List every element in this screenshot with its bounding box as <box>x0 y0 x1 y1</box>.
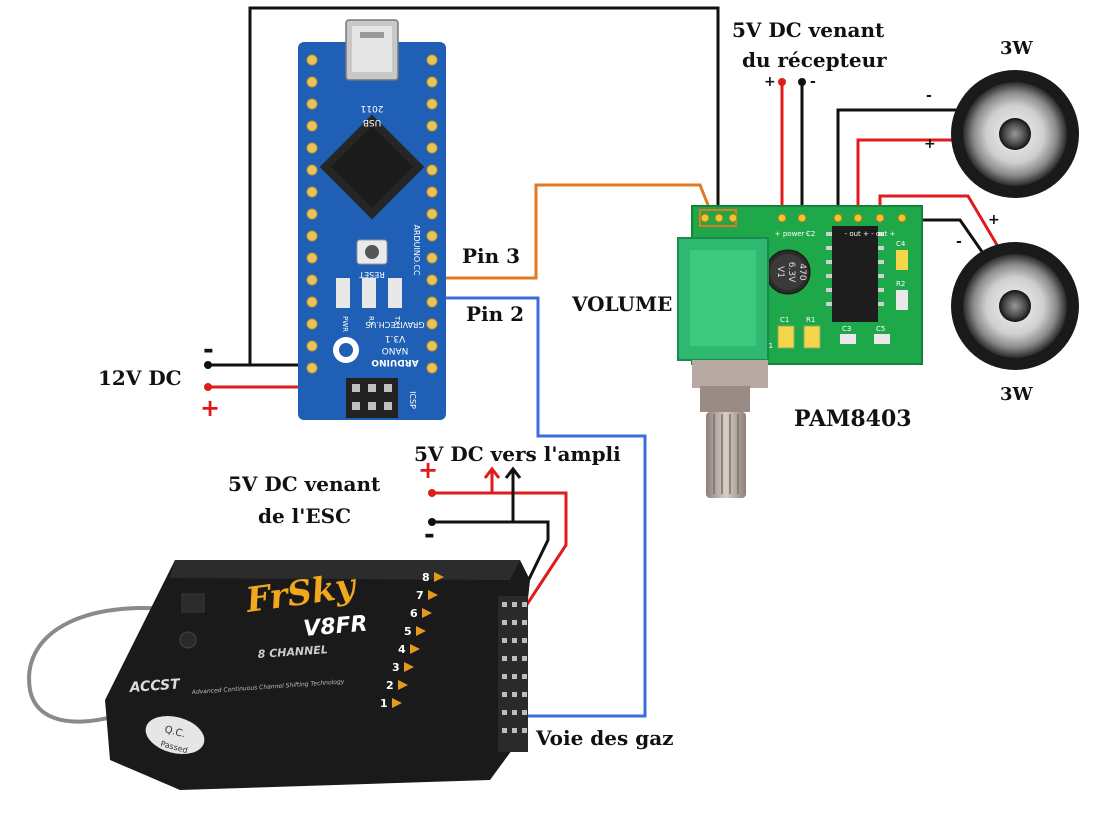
receiver-qc: Q.C. <box>163 724 186 740</box>
arduino-led-label-tx: TX <box>393 315 401 325</box>
label-voie-des-gaz: Voie des gaz <box>536 726 674 750</box>
arduino-text-model: NANO <box>382 345 409 355</box>
arduino-text-site: GRAVITECH.US <box>365 320 424 329</box>
arduino-led-label-pwr: PWR <box>341 316 349 332</box>
amp-component-c1: C1 <box>780 316 789 324</box>
sign-rx-plus: + <box>764 74 776 90</box>
arduino-led-label-rx: RX <box>367 316 375 326</box>
amp-cap-value-3: V1 <box>775 266 785 278</box>
wire-esc-red <box>432 491 568 616</box>
channel-label-2: 2 <box>386 679 394 692</box>
channel-label-8: 8 <box>422 571 430 584</box>
wires <box>208 6 1002 718</box>
wire-pin2-blue <box>445 296 647 718</box>
amp-component-c5: C5 <box>876 325 885 333</box>
speaker-bottom <box>951 242 1079 370</box>
receiver-model: V8FR <box>302 611 368 642</box>
sign-rx-minus: - <box>810 74 816 90</box>
label-esc-5v-line1: 5V DC venant <box>228 472 381 496</box>
arduino-text-icsp: ICSP <box>408 391 417 409</box>
amp-pins-out-label: - out + - out + <box>845 230 896 238</box>
wire-gnd-arduino-to-amp <box>248 6 720 365</box>
arduino-text-reset: RESET <box>359 270 385 279</box>
label-ampli-5v: 5V DC vers l'ampli <box>414 442 621 466</box>
channel-label-4: 4 <box>398 643 406 656</box>
sign-spk2-minus: - <box>956 234 962 250</box>
channel-label-5: 5 <box>404 625 412 638</box>
arduino-text-brand: ARDUINO <box>371 357 419 367</box>
sign-spk2-plus: + <box>988 212 1000 228</box>
channel-label-1: 1 <box>380 697 388 710</box>
sign-esc-plus: + <box>418 456 439 484</box>
volume-potentiometer <box>677 237 769 498</box>
arduino-text-arduino-cc: ARDUINO.CC <box>412 224 421 275</box>
label-speaker-top: 3W <box>1000 38 1033 59</box>
label-pam8403: PAM8403 <box>794 406 912 432</box>
sign-12v-minus: - <box>203 335 214 365</box>
label-rx-5v-line2: du récepteur <box>742 48 887 72</box>
label-pin2: Pin 2 <box>466 302 525 326</box>
arduino-nano-board <box>298 19 446 420</box>
label-speaker-bottom: 3W <box>1000 384 1033 405</box>
label-pin3: Pin 3 <box>462 244 521 268</box>
frsky-receiver <box>27 560 530 790</box>
amp-component-c2: C2 <box>806 230 815 238</box>
wire-spk1-minus <box>836 108 958 216</box>
channel-label-3: 3 <box>392 661 400 674</box>
sign-12v-plus: + <box>200 394 221 422</box>
amp-component-c3: C3 <box>842 325 851 333</box>
sign-spk1-plus: + <box>924 136 936 152</box>
arduino-text-usb: USB <box>363 117 381 127</box>
arduino-text-version: V3.1 <box>385 333 405 343</box>
wire-spk1-plus <box>856 138 958 216</box>
amp-component-r2: R2 <box>896 280 905 288</box>
label-12v-dc: 12V DC <box>98 366 182 390</box>
receiver-accst: ACCST <box>128 676 182 696</box>
sign-spk1-minus: - <box>926 88 932 104</box>
receiver-antenna <box>27 606 191 724</box>
label-rx-5v-line1: 5V DC venant <box>732 18 885 42</box>
arduino-pin-holes <box>306 54 438 374</box>
channel-label-6: 6 <box>410 607 418 620</box>
amp-cap-value-1: 470 <box>797 263 807 280</box>
amp-component-r1: R1 <box>806 316 815 324</box>
receiver-subtitle: 8 CHANNEL <box>257 643 328 661</box>
wire-pin3-orange <box>440 183 714 280</box>
receiver-qc-sticker <box>145 715 205 755</box>
amp-component-c4: C4 <box>896 240 906 248</box>
label-volume: VOLUME <box>572 292 673 316</box>
label-esc-5v-line2: de l'ESC <box>258 504 351 528</box>
amp-ic <box>832 226 878 322</box>
sign-esc-minus: - <box>424 520 435 550</box>
speaker-top <box>951 70 1079 198</box>
amp-pins-power-label: + power - <box>775 230 810 238</box>
receiver-channel-numbers: 8 7 6 5 4 3 2 1 <box>380 571 430 710</box>
channel-label-7: 7 <box>416 589 424 602</box>
amp-cap-value-2: 6.3V <box>786 262 796 283</box>
arduino-text-year: 2011 <box>361 103 384 113</box>
wire-esc-black <box>432 520 550 609</box>
